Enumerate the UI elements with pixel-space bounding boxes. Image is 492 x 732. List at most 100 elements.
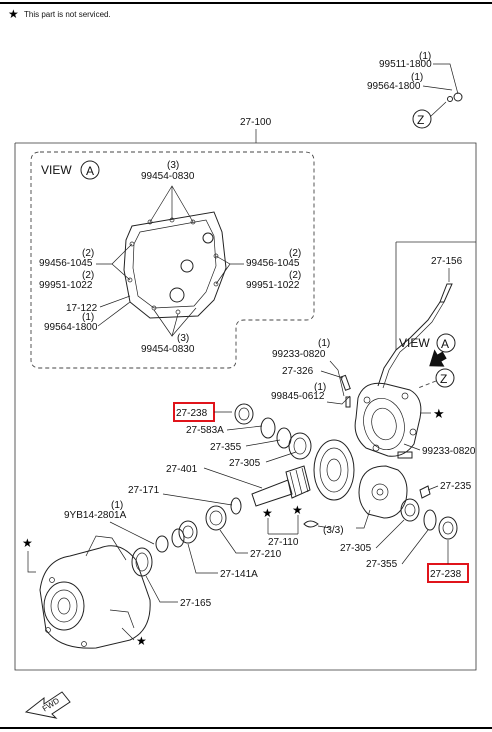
view-a2-label: VIEW bbox=[399, 336, 430, 350]
legend-text: This part is not serviced. bbox=[24, 10, 111, 19]
leader bbox=[417, 380, 437, 389]
bracket-99233 bbox=[397, 451, 413, 459]
part-17-122: 17-122 bbox=[66, 303, 98, 314]
view-a-inset bbox=[30, 151, 315, 369]
leader bbox=[215, 263, 231, 285]
leader bbox=[433, 63, 459, 95]
breather-hose bbox=[377, 283, 453, 389]
leader bbox=[187, 543, 218, 574]
view-a-marker bbox=[80, 160, 100, 180]
bearing-27-305-lower bbox=[400, 498, 420, 522]
part-99511-1800: 99511-1800 bbox=[379, 59, 432, 70]
part-27-141A: 27-141A bbox=[220, 569, 258, 580]
leader bbox=[401, 529, 429, 565]
ring-bolt-icon bbox=[303, 520, 319, 528]
qty-99564-top: (1) bbox=[411, 72, 423, 83]
part-27-305-upper: 27-305 bbox=[229, 458, 261, 469]
differential-case bbox=[358, 465, 408, 519]
leader bbox=[97, 301, 131, 327]
label-3-of-3: (3/3) bbox=[323, 525, 344, 536]
leader bbox=[215, 255, 244, 265]
view-a2-letter: A bbox=[441, 337, 449, 351]
leader bbox=[356, 509, 371, 529]
part-27-238-lower: 27-238 bbox=[430, 569, 462, 580]
star-icon: ★ bbox=[136, 634, 147, 648]
part-27-583A: 27-583A bbox=[186, 425, 224, 436]
star-icon: ★ bbox=[292, 503, 303, 517]
part-27-355-upper: 27-355 bbox=[210, 442, 242, 453]
leader bbox=[96, 243, 133, 265]
part-99233-0820-lower: 99233-0820 bbox=[422, 446, 476, 457]
leader bbox=[427, 485, 439, 491]
part-99456-1045-left: 99456-1045 bbox=[39, 258, 93, 269]
leader bbox=[121, 627, 135, 641]
part-27-110: 27-110 bbox=[268, 537, 299, 548]
bolt-icon bbox=[447, 92, 463, 102]
part-9YB14-2801A: 9YB14-2801A bbox=[64, 510, 127, 521]
part-99951-1022-left: 99951-1022 bbox=[39, 280, 93, 291]
part-27-156: 27-156 bbox=[431, 256, 463, 267]
rear-cover-plate bbox=[123, 211, 227, 319]
leader bbox=[203, 467, 263, 489]
leader bbox=[326, 395, 351, 405]
leader bbox=[27, 551, 36, 573]
part-27-235: 27-235 bbox=[440, 481, 472, 492]
front-differential-housing bbox=[39, 535, 151, 649]
leader bbox=[111, 263, 131, 281]
plug-99845 bbox=[345, 396, 351, 408]
part-27-165: 27-165 bbox=[180, 598, 212, 609]
qty-233a: (1) bbox=[318, 338, 330, 349]
leader bbox=[430, 101, 447, 117]
star-icon: ★ bbox=[22, 536, 33, 550]
leader bbox=[403, 443, 421, 451]
leader bbox=[219, 529, 248, 554]
qty-r2: (2) bbox=[289, 270, 301, 281]
part-27-305-lower: 27-305 bbox=[340, 543, 372, 554]
leader bbox=[317, 525, 331, 529]
part-27-238-upper: 27-238 bbox=[176, 408, 208, 419]
qty-9yb: (1) bbox=[111, 500, 123, 511]
view-z-marker bbox=[412, 109, 432, 129]
view-a2-marker bbox=[436, 333, 456, 353]
assembly-frame bbox=[14, 142, 477, 671]
leader bbox=[422, 85, 453, 91]
ring-gear bbox=[313, 439, 355, 501]
part-99233-0820-upper: 99233-0820 bbox=[272, 349, 326, 360]
view-a-label: VIEW bbox=[41, 163, 72, 177]
bolt-27-235 bbox=[419, 485, 431, 499]
part-99456-1045-right: 99456-1045 bbox=[246, 258, 300, 269]
part-99951-1022-right: 99951-1022 bbox=[246, 280, 300, 291]
seal-9YB14 bbox=[155, 535, 169, 553]
spacer-ring bbox=[171, 528, 185, 548]
spacer-27-583A bbox=[260, 417, 276, 439]
washer-27-171 bbox=[230, 497, 242, 515]
leader bbox=[162, 493, 233, 506]
part-99454-0830-top: 99454-0830 bbox=[141, 171, 195, 182]
leader bbox=[145, 575, 178, 603]
leader bbox=[226, 425, 263, 431]
qty-845: (1) bbox=[314, 382, 326, 393]
part-27-326: 27-326 bbox=[282, 366, 314, 377]
seal-27-165 bbox=[131, 547, 153, 577]
view-direction-arrow-icon bbox=[429, 349, 447, 367]
differential-carrier-housing bbox=[354, 382, 422, 457]
part-27-401: 27-401 bbox=[166, 464, 198, 475]
qty-l4: (1) bbox=[82, 312, 94, 323]
part-27-210: 27-210 bbox=[250, 549, 282, 560]
shim-27-355-lower bbox=[423, 509, 437, 531]
part-99845-0612: 99845-0612 bbox=[271, 391, 325, 402]
star-icon: ★ bbox=[433, 406, 445, 421]
leader bbox=[329, 360, 345, 397]
leader bbox=[320, 370, 344, 379]
bearing-27-141A bbox=[178, 520, 198, 544]
leader bbox=[153, 309, 179, 337]
pin-27-326 bbox=[340, 374, 351, 391]
qty-top: (3) bbox=[167, 160, 179, 171]
leader bbox=[375, 519, 405, 549]
part-99564-1800-top: 99564-1800 bbox=[367, 81, 421, 92]
view-z2-marker bbox=[435, 368, 455, 388]
part-27-100: 27-100 bbox=[240, 117, 272, 128]
part-99564-1800-inset: 99564-1800 bbox=[44, 322, 98, 333]
qty-l1: (2) bbox=[82, 248, 94, 259]
